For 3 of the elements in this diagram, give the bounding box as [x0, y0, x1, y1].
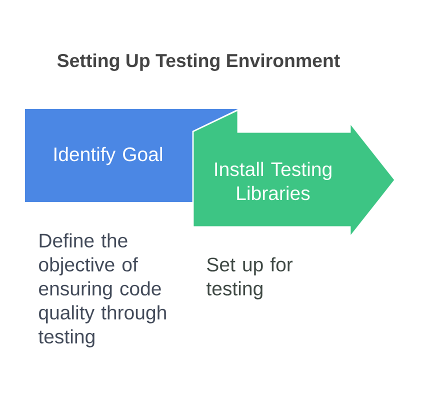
step-description: Set up for testing [206, 257, 293, 300]
title: Setting Up Testing Environment [57, 53, 340, 71]
step-description: Define the objective of ensuring code quality through testing [38, 233, 166, 348]
